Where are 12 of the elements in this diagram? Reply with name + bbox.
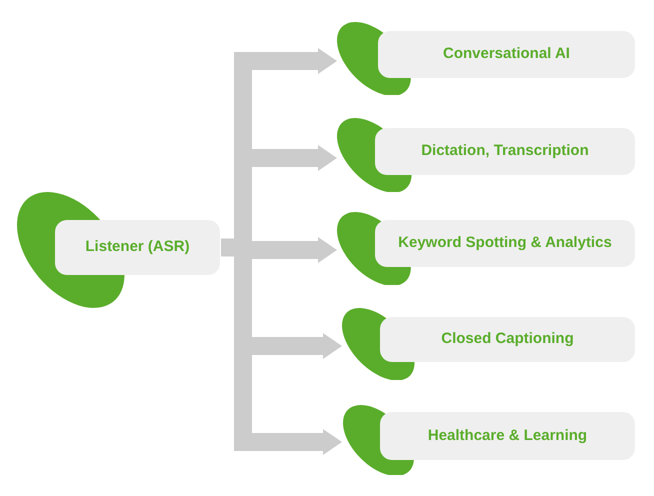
card-label: Closed Captioning xyxy=(441,330,574,349)
leaf-card xyxy=(337,22,635,96)
leaf-card xyxy=(342,404,635,476)
card-label: Dictation, Transcription xyxy=(421,142,589,161)
leaf-card xyxy=(342,308,635,380)
leaf-card xyxy=(337,212,635,286)
leaf-card xyxy=(336,118,635,192)
leaf-card xyxy=(17,192,220,308)
card-label: Listener (ASR) xyxy=(85,238,190,257)
card-label: Keyword Spotting & Analytics xyxy=(398,234,612,253)
card-label: Healthcare & Learning xyxy=(428,426,588,446)
card-label: Conversational AI xyxy=(442,45,570,64)
